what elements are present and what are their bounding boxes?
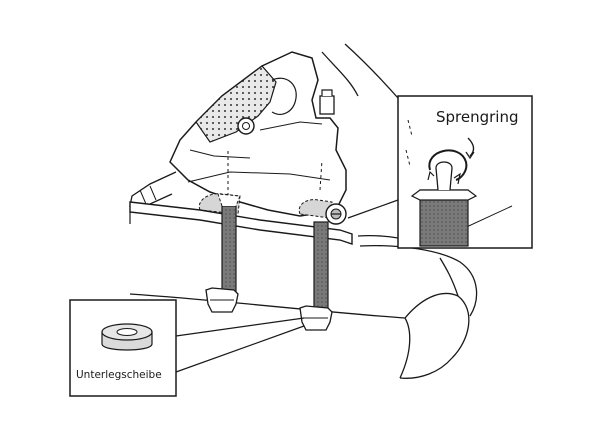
mount-plate xyxy=(129,201,353,245)
washer-label: Unterlegscheibe xyxy=(76,369,162,381)
frame-outline xyxy=(129,43,478,379)
snap-ring-label: Sprengring xyxy=(436,108,519,126)
brake-caliper xyxy=(129,51,347,219)
banjo-fitting xyxy=(319,95,335,115)
snap-ring-icon xyxy=(428,149,468,181)
washer-callout: Unterlegscheibe xyxy=(69,299,177,397)
bleed-port-icon xyxy=(237,117,255,135)
snap-ring-leader xyxy=(347,199,399,219)
mounting-bolt-right xyxy=(299,221,333,331)
mounting-bolt-left xyxy=(205,193,241,313)
washer-icon xyxy=(101,323,153,351)
snap-ring-callout: Sprengring xyxy=(397,95,533,249)
washer-leader xyxy=(175,317,305,373)
caliper-dotted-face xyxy=(195,65,277,143)
